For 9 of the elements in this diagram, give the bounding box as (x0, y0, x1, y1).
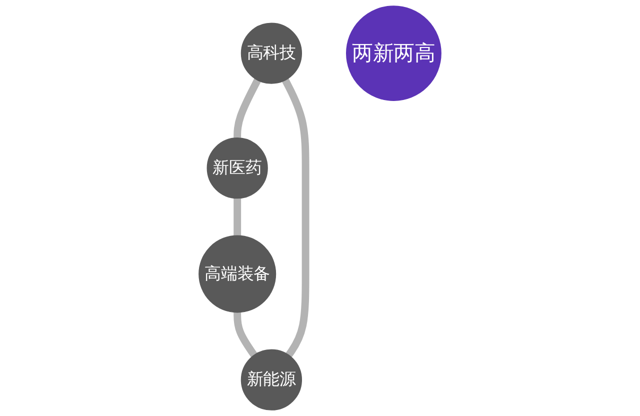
node-circle: 新能源 (240, 349, 302, 410)
node-circle: 两新两高 (346, 6, 442, 102)
connector (282, 78, 310, 358)
connector (234, 312, 258, 358)
node-circle: 新医药 (206, 138, 268, 199)
node-circle: 高科技 (240, 22, 302, 84)
node-circle: 高端装备 (198, 235, 276, 313)
connector (234, 78, 261, 139)
connector (234, 198, 242, 236)
